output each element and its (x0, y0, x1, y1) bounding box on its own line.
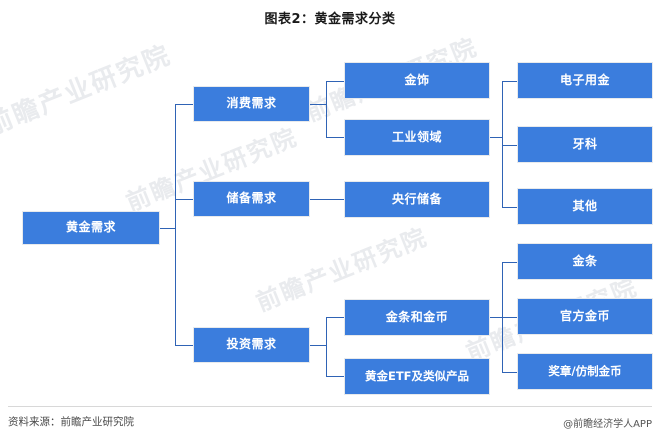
node-dental[interactable]: 牙科 (517, 126, 653, 163)
edge-barscoins-to-medal (502, 372, 517, 373)
edge-industrial-to-other (502, 207, 517, 208)
edge-consumer-to-jewelry (326, 81, 344, 82)
node-consumer-demand[interactable]: 消费需求 (193, 86, 310, 122)
node-medals-imitation-coins[interactable]: 奖章/仿制金币 (517, 353, 653, 390)
node-jewelry[interactable]: 金饰 (344, 62, 490, 99)
edge-consumer-to-industrial (326, 137, 344, 138)
node-electronics-gold[interactable]: 电子用金 (517, 62, 653, 99)
edge-root-to-reserve (175, 199, 193, 200)
edge-industrial-bus (502, 81, 503, 207)
page-title: 图表2：黄金需求分类 (264, 12, 396, 27)
edge-root-bus (175, 104, 176, 345)
edge-investment-to-etf (326, 376, 344, 377)
node-official-coins[interactable]: 官方金币 (517, 298, 653, 335)
node-central-bank-reserve[interactable]: 央行储备 (344, 181, 490, 218)
edge-industrial-stem (490, 137, 502, 138)
edge-root-to-consumer (175, 104, 193, 105)
edge-investment-bus (326, 317, 327, 376)
edge-investment-stem (310, 345, 326, 346)
app-credit: @前瞻经济学人APP (563, 419, 652, 430)
edge-industrial-to-dental (502, 145, 517, 146)
edge-barscoins-to-official (502, 317, 517, 318)
node-industrial[interactable]: 工业领域 (344, 119, 490, 156)
source-note: 资料来源：前瞻产业研究院 (8, 416, 134, 428)
edge-consumer-stem (310, 104, 326, 105)
node-reserve-demand[interactable]: 储备需求 (193, 181, 310, 217)
watermark-1: 前瞻产业研究院 (0, 40, 176, 142)
node-gold-demand[interactable]: 黄金需求 (22, 211, 160, 245)
edge-reserve-to-cb (310, 199, 344, 200)
footer-divider (8, 406, 652, 407)
node-other[interactable]: 其他 (517, 188, 653, 225)
edge-industrial-to-electronics (502, 81, 517, 82)
edge-root-to-investment (175, 345, 193, 346)
edge-barscoins-stem (490, 317, 502, 318)
node-gold-bullion[interactable]: 金条 (517, 243, 653, 280)
node-bars-and-coins[interactable]: 金条和金币 (344, 299, 490, 336)
node-gold-etf[interactable]: 黄金ETF及类似产品 (344, 358, 490, 395)
edge-root-stem (160, 228, 175, 229)
edge-consumer-bus (326, 81, 327, 137)
edge-barscoins-to-bullion (502, 262, 517, 263)
edge-investment-to-barscoins (326, 317, 344, 318)
node-investment-demand[interactable]: 投资需求 (193, 327, 310, 363)
